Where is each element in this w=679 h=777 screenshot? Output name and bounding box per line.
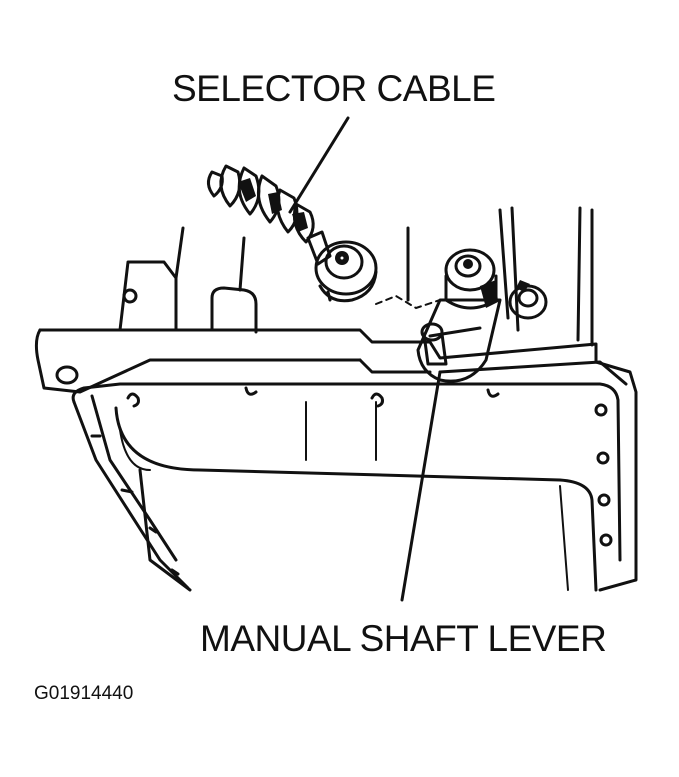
transmission-case-upper [118, 206, 594, 347]
manual-shaft-lever-leader [400, 370, 442, 602]
selector-cable-leader [288, 116, 350, 214]
selector-cable [207, 164, 378, 303]
selector-cable-label: SELECTOR CABLE [172, 68, 496, 109]
figure-code: G01914440 [34, 683, 134, 704]
manual-shaft-lever-label: MANUAL SHAFT LEVER [200, 618, 607, 659]
manual-shaft-lever [375, 248, 548, 383]
oil-pan [34, 328, 638, 592]
